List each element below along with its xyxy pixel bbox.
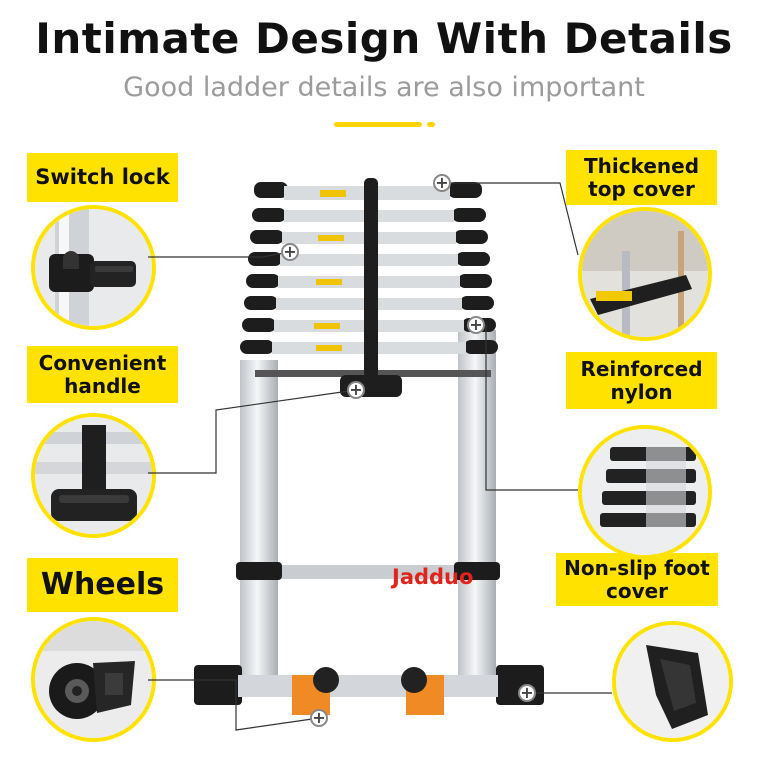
top-cover-detail-image xyxy=(578,207,712,341)
accent-dot xyxy=(427,122,435,127)
switch-lock-detail-image xyxy=(31,205,156,330)
accent-bar xyxy=(334,122,422,127)
nylon-hotspot[interactable]: + xyxy=(467,316,485,334)
non-slip-foot-cover-label: Non-slip foot cover xyxy=(556,553,718,606)
switch-lock-label: Switch lock xyxy=(27,153,178,202)
wheel-hotspot[interactable]: + xyxy=(310,709,328,727)
foot-cover-hotspot[interactable]: + xyxy=(518,684,536,702)
telescopic-ladder-illustration xyxy=(194,178,544,715)
brand-watermark: Jadduo xyxy=(392,565,474,589)
wheels-label: Wheels xyxy=(27,558,178,612)
convenient-handle-label: Convenient handle xyxy=(27,346,178,403)
wheel-detail-image xyxy=(31,617,156,742)
top-cover-hotspot[interactable]: + xyxy=(433,174,451,192)
thickened-top-cover-label: Thickened top cover xyxy=(566,150,717,205)
reinforced-nylon-label: Reinforced nylon xyxy=(566,352,717,409)
handle-hotspot[interactable]: + xyxy=(347,381,365,399)
switch-lock-hotspot[interactable]: + xyxy=(281,243,299,261)
handle-detail-image xyxy=(31,413,156,538)
page-subtitle: Good ladder details are also important xyxy=(123,72,645,103)
page-title: Intimate Design With Details xyxy=(35,14,733,63)
nylon-detail-image xyxy=(578,425,712,559)
foot-cover-detail-image xyxy=(612,621,733,742)
